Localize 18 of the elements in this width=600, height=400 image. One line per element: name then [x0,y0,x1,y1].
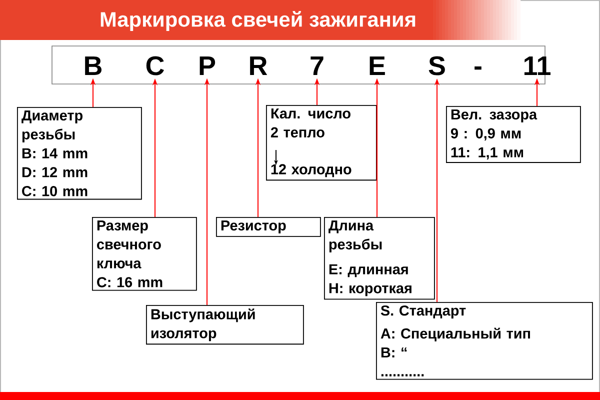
title: Маркировка свечей зажигания [100,11,416,31]
info-box: Резистор [216,217,321,237]
code-letter: S [428,56,445,76]
info-box: Длина резьбы E: длинная H: короткая [324,217,435,300]
code-letter: E [370,56,385,75]
code-letter: B [85,56,102,75]
info-box: Вел. зазора 9 : 0,9 мм 11: 1,1 мм [446,106,581,163]
info-box: Выступающий изолятор [146,305,304,345]
code-letter: P [200,56,216,75]
code-letter: 11 [524,56,550,75]
info-box: Кал. число 2 тепло 12 холодно [266,105,377,181]
info-box: Размер свечного ключа C: 16 mm [92,217,197,291]
code-letter: R [250,56,268,75]
info-box: Диаметр резьбы B: 14 mm D: 12 mm C: 10 mm [17,107,142,200]
code-letter: 7 [310,56,324,75]
info-box: S. Стандарт A: Специальный тип B: “ ........... [376,302,593,380]
code-letter: C [146,56,164,76]
code-letter: - [474,66,482,70]
